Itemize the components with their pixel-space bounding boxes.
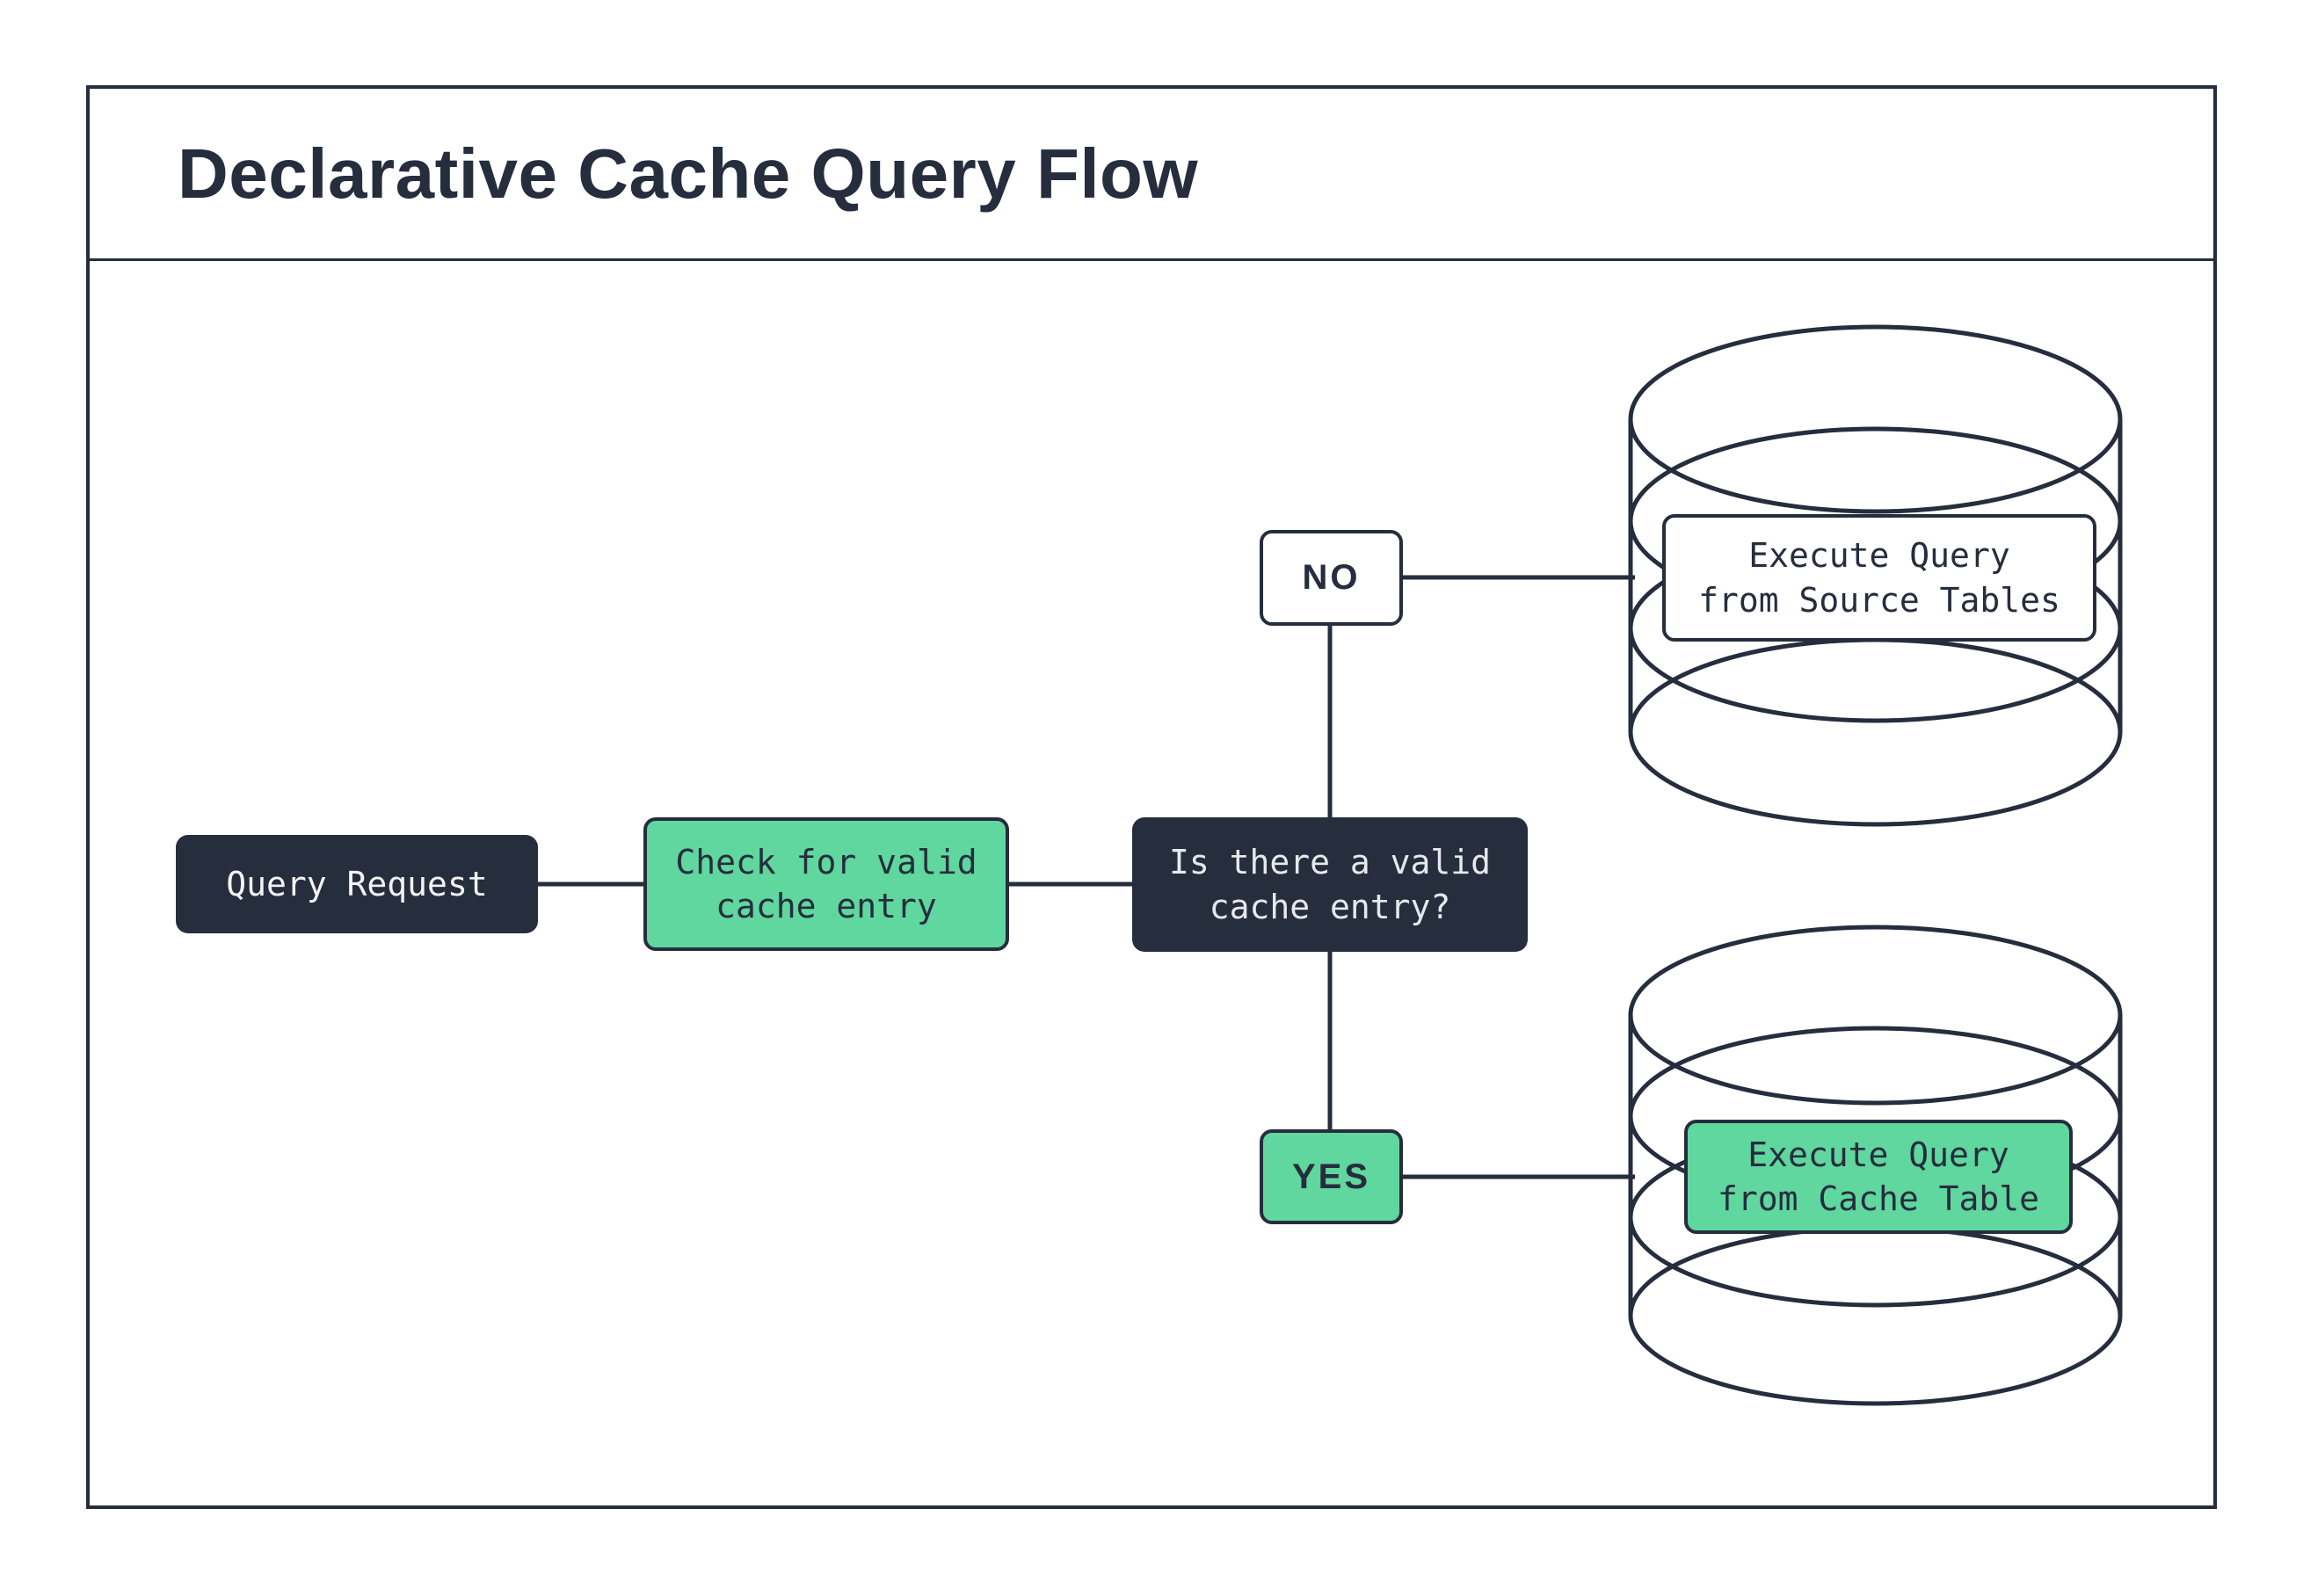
node-execute-query-source-tables: Execute Query from Source Tables <box>1662 514 2096 642</box>
node-no-branch: NO <box>1260 530 1403 626</box>
node-execute-query-cache-table: Execute Query from Cache Table <box>1684 1120 2073 1234</box>
node-decision-valid-cache: Is there a valid cache entry? <box>1132 817 1528 952</box>
page-title: Declarative Cache Query Flow <box>178 134 1199 213</box>
diagram-header: Declarative Cache Query Flow <box>86 85 2217 261</box>
node-check-cache-entry: Check for valid cache entry <box>643 817 1009 951</box>
node-yes-branch: YES <box>1260 1129 1403 1224</box>
node-query-request: Query Request <box>176 835 538 933</box>
